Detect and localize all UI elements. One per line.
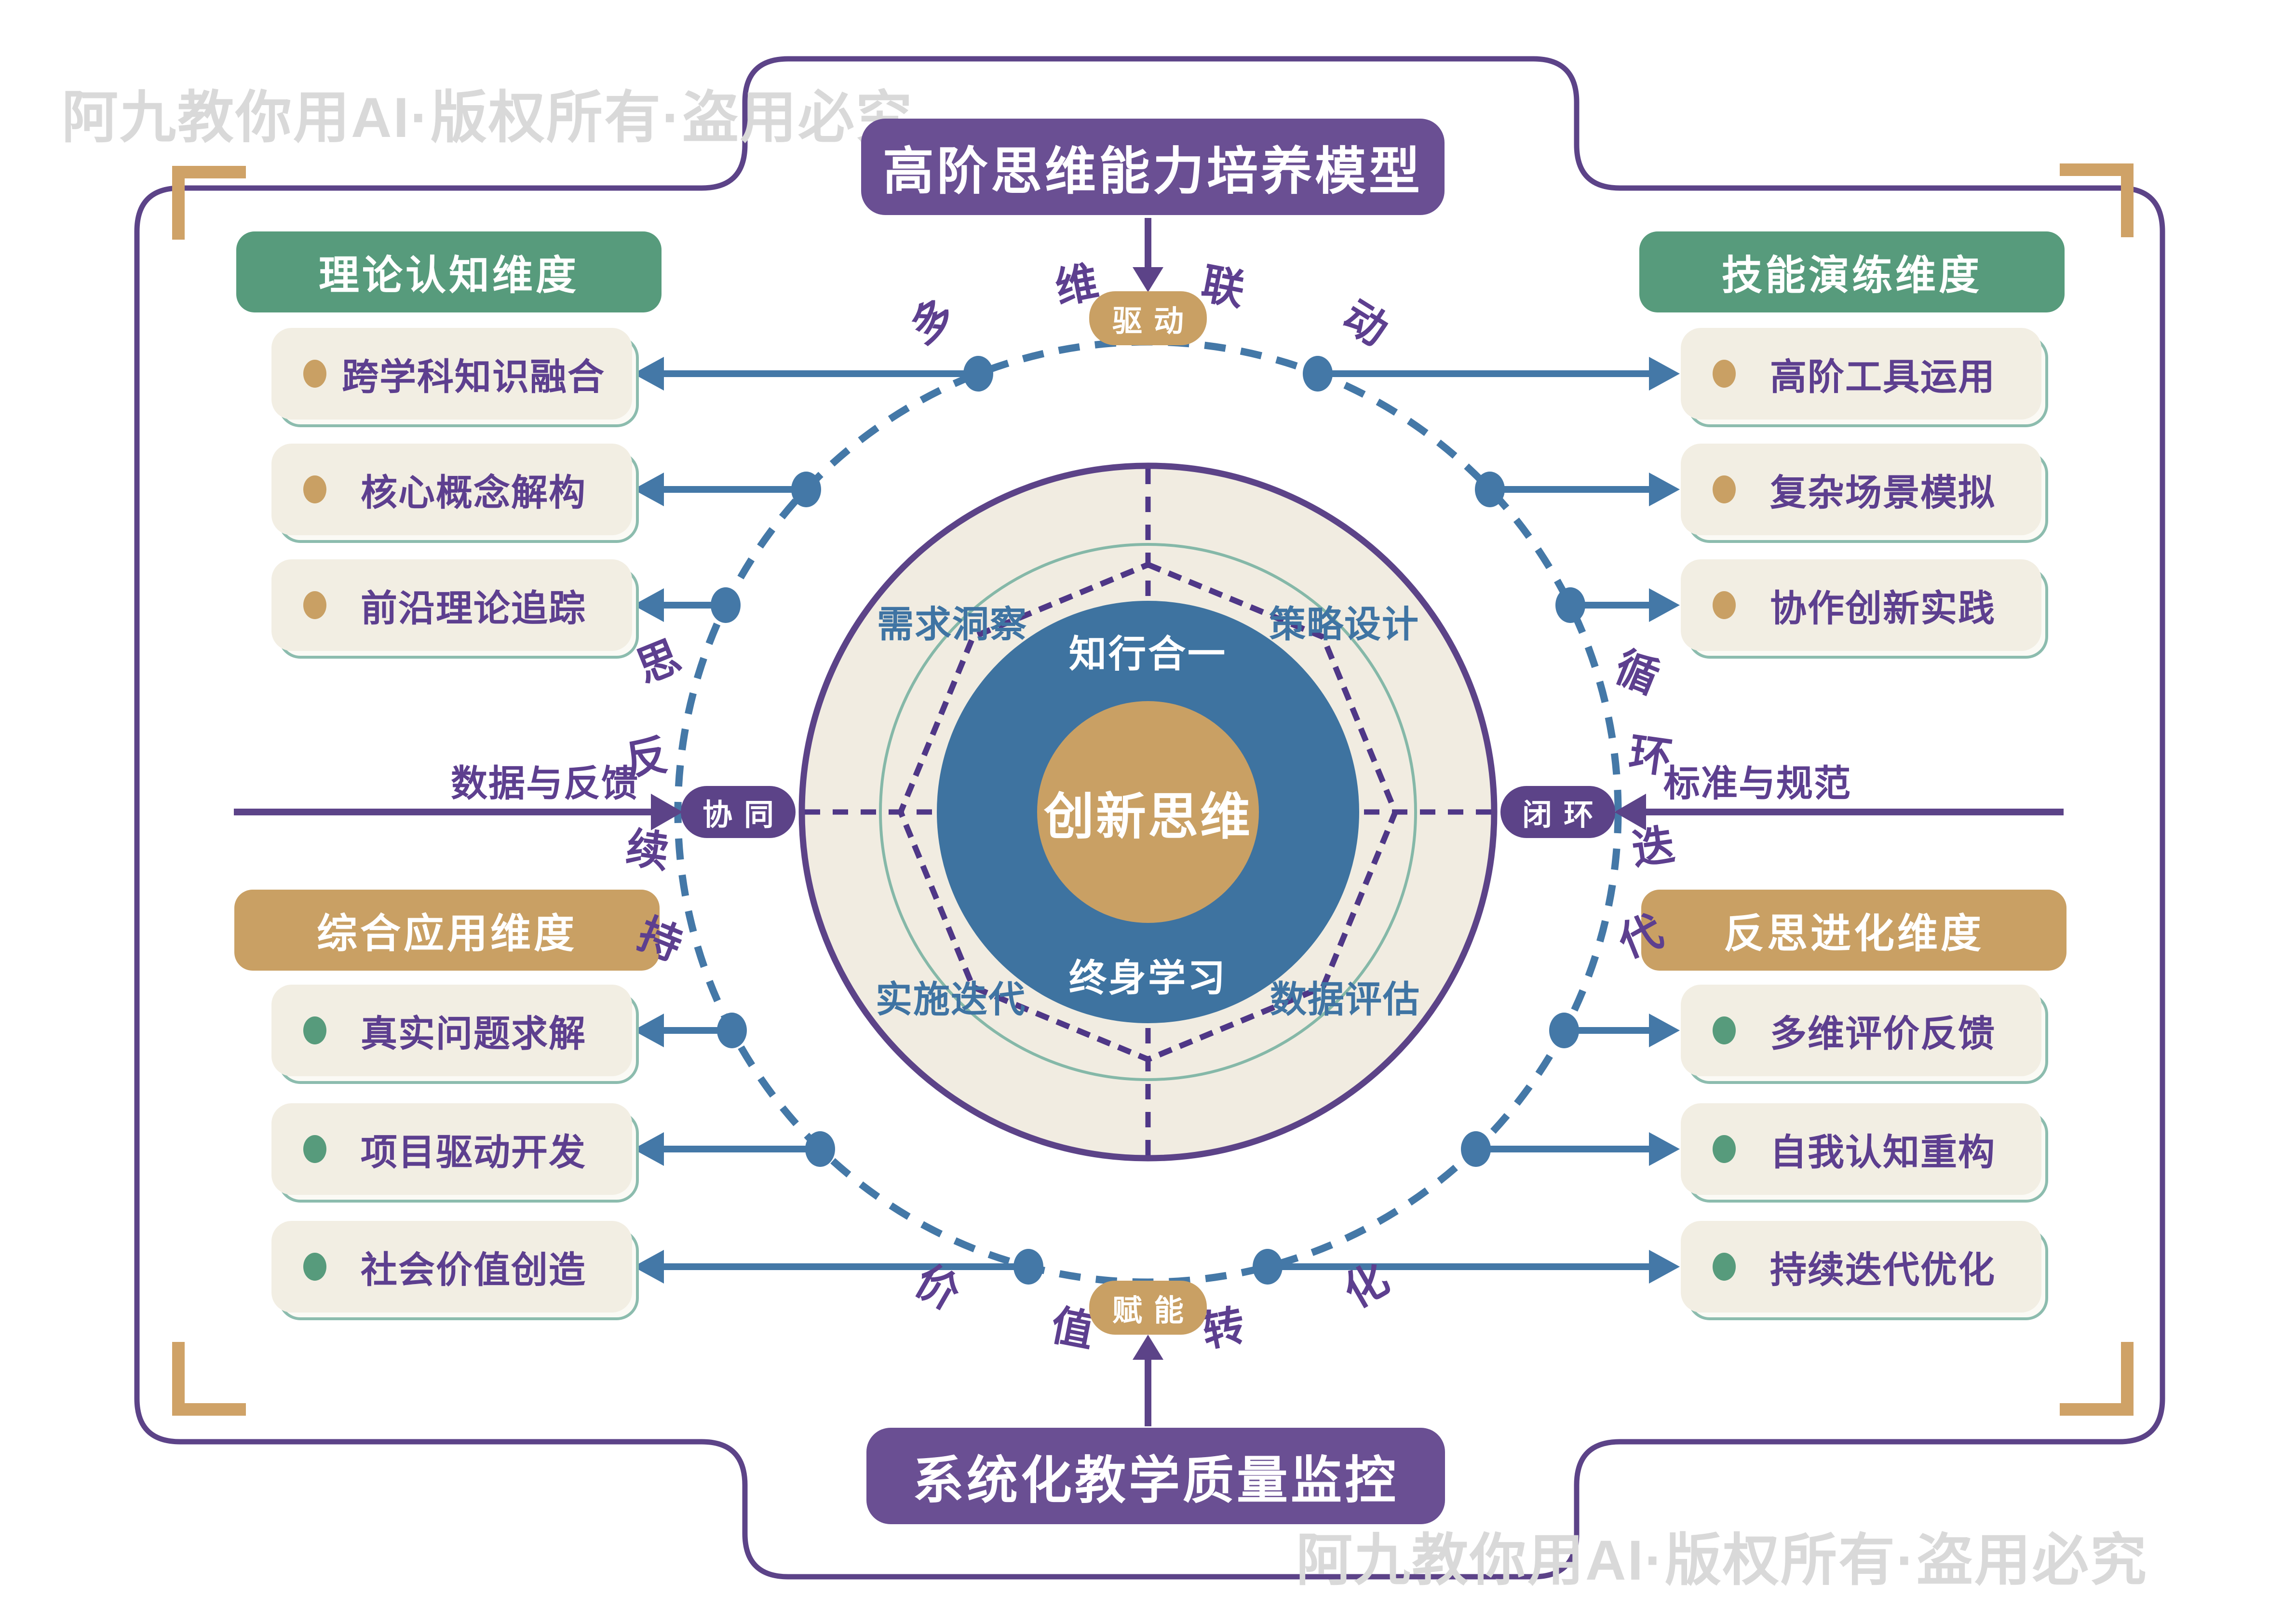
title-down-arrow: [1133, 218, 1163, 292]
oval-drive: 驱动: [1089, 291, 1207, 345]
connector-theory-2: [633, 472, 821, 507]
item-label: 高阶工具运用: [1770, 357, 1996, 398]
connector-reflection-2: [1461, 1131, 1680, 1167]
item-label: 复杂场景模拟: [1770, 473, 1996, 514]
header-reflection: 反思进化维度: [1641, 890, 2066, 971]
bullet-icon: [303, 475, 326, 503]
corner-bracket-bottom-left: [172, 1342, 246, 1416]
oval-loop: 闭环: [1500, 786, 1615, 838]
item-application-2: 项目驱动开发: [271, 1103, 632, 1195]
item-label: 持续迭代优化: [1770, 1250, 1996, 1291]
bullet-icon: [1713, 1016, 1736, 1044]
right-feed-line: [1614, 794, 2064, 830]
header-application: 综合应用维度: [234, 890, 660, 971]
quadrant-bottom-left: 实施迭代: [876, 979, 1026, 1020]
item-label: 协作创新实践: [1770, 588, 1996, 629]
item-skills-2: 复杂场景模拟: [1681, 444, 2041, 535]
corner-bracket-bottom-right: [2060, 1342, 2134, 1416]
corner-bracket-top-right: [2060, 163, 2134, 237]
bullet-icon: [1713, 1135, 1736, 1163]
item-skills-1: 高阶工具运用: [1681, 328, 2041, 420]
node-dot: [717, 1013, 747, 1048]
bullet-icon: [1713, 475, 1736, 503]
item-application-1: 真实问题求解: [271, 985, 632, 1076]
item-label: 跨学科知识融合: [342, 357, 605, 398]
outer-frame: [134, 56, 2165, 1580]
ring-label-bottom: 终身学习: [1068, 957, 1228, 999]
node-dot: [805, 1131, 835, 1167]
node-dot: [1013, 1249, 1043, 1285]
oval-synergy: 协同: [681, 786, 796, 838]
watermark-bottom-right: 阿九教你用AI·版权所有·盗用必究: [1296, 1529, 2148, 1592]
item-application-3: 社会价值创造: [271, 1221, 632, 1313]
bullet-icon: [1713, 360, 1736, 388]
item-skills-3: 协作创新实践: [1681, 559, 2041, 651]
quadrant-top-left: 需求洞察: [877, 604, 1027, 645]
quadrant-top-right: 策略设计: [1269, 604, 1419, 645]
arc-char-left-2: 反: [622, 731, 671, 785]
header-theory: 理论认知维度: [236, 231, 662, 312]
arc-char-right-2: 环: [1626, 729, 1675, 783]
item-label: 社会价值创造: [361, 1250, 586, 1291]
item-label: 多维评价反馈: [1770, 1014, 1996, 1055]
bullet-icon: [303, 360, 326, 388]
node-dot: [1461, 1131, 1491, 1167]
node-dot: [1303, 356, 1333, 392]
node-dot: [1549, 1013, 1579, 1048]
bullet-icon: [303, 1253, 326, 1281]
node-dot: [791, 472, 821, 507]
node-dot: [1475, 472, 1505, 507]
bullet-icon: [303, 1135, 326, 1163]
connector-application-3: [633, 1249, 1043, 1285]
header-skills: 技能演练维度: [1639, 231, 2065, 312]
item-label: 核心概念解构: [361, 473, 586, 514]
connector-theory-1: [633, 356, 993, 392]
connector-reflection-1: [1549, 1013, 1680, 1048]
title-banner: 高阶思维能力培养模型: [861, 119, 1445, 215]
core-disc: [1037, 701, 1259, 923]
connector-reflection-3: [1253, 1249, 1680, 1285]
left-feed-line: [234, 794, 683, 830]
bullet-icon: [303, 591, 326, 619]
connector-theory-3: [633, 587, 741, 623]
watermark-top-left: 阿九教你用AI·版权所有·盗用必究: [62, 86, 914, 149]
right-feed-label: 标准与规范: [1663, 763, 1851, 804]
bullet-icon: [1713, 1253, 1736, 1281]
item-label: 项目驱动开发: [361, 1132, 586, 1173]
connector-skills-3: [1555, 587, 1680, 623]
node-dot: [1555, 587, 1585, 623]
item-label: 真实问题求解: [361, 1014, 586, 1055]
connector-skills-1: [1303, 356, 1680, 392]
node-dot: [963, 356, 993, 392]
item-reflection-1: 多维评价反馈: [1681, 985, 2041, 1076]
item-reflection-3: 持续迭代优化: [1681, 1221, 2041, 1313]
node-dot: [711, 587, 741, 623]
quadrant-bottom-right: 数据评估: [1270, 979, 1420, 1020]
node-dot: [1253, 1249, 1283, 1285]
item-theory-2: 核心概念解构: [271, 444, 632, 535]
bullet-icon: [303, 1016, 326, 1044]
dashed-octagon: [897, 561, 1399, 1063]
bottom-banner: 系统化教学质量监控: [866, 1428, 1445, 1524]
ring-label-top: 知行合一: [1068, 633, 1228, 675]
left-feed-label: 数据与反馈: [451, 763, 639, 804]
arc-char-left-3: 续: [623, 823, 672, 877]
connector-skills-2: [1475, 472, 1680, 507]
item-theory-1: 跨学科知识融合: [271, 328, 632, 420]
teal-ring: [879, 543, 1417, 1081]
item-theory-3: 前沿理论追踪: [271, 559, 632, 651]
bottom-up-arrow: [1133, 1335, 1163, 1426]
core-label: 创新思维: [1043, 789, 1253, 845]
item-label: 前沿理论追踪: [361, 588, 586, 629]
connector-application-1: [633, 1013, 747, 1048]
connector-application-2: [633, 1131, 835, 1167]
item-reflection-2: 自我认知重构: [1681, 1103, 2041, 1195]
oval-empower: 赋能: [1089, 1281, 1207, 1335]
item-label: 自我认知重构: [1770, 1132, 1996, 1173]
corner-bracket-top-left: [172, 166, 246, 240]
arc-char-right-3: 迭: [1629, 820, 1678, 874]
bullet-icon: [1713, 591, 1736, 619]
